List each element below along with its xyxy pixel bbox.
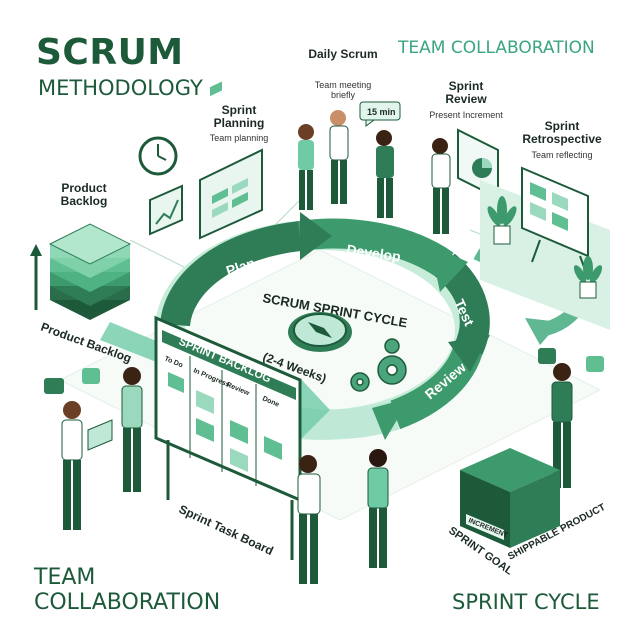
team-collaboration-heading: TEAM COLLABORATION: [398, 38, 595, 58]
daily-scrum-people: [298, 110, 394, 218]
sprint-planning-title: Sprint Planning: [213, 103, 265, 130]
product-backlog-top-label: Product Backlog: [60, 181, 108, 208]
sprint-retrospective-desc: Team reflecting: [531, 150, 593, 160]
gears-icon: [350, 338, 407, 392]
daily-scrum-title: Daily Scrum: [308, 47, 378, 61]
product-backlog-stack: [30, 223, 132, 320]
task-board-caption: Sprint Task Board: [177, 502, 276, 558]
sprint-review-desc: Present Increment: [429, 110, 503, 120]
sprint-review-people: [431, 128, 499, 234]
retrospective-board: [480, 166, 610, 330]
increment-box: [460, 448, 560, 548]
chat-icons: [44, 348, 604, 394]
plant-icon: [487, 196, 603, 299]
sprint-planning-desc: Team planning: [209, 133, 269, 143]
sprint-retrospective-title: Sprint Retrospective: [522, 119, 602, 146]
compass-icon: [288, 312, 352, 352]
sprint-cycle-footer: SPRINT CYCLE: [452, 590, 600, 614]
team-people-left: [61, 367, 143, 530]
daily-scrum-desc: Team meeting briefly: [314, 80, 372, 100]
page-title: SCRUM: [36, 32, 184, 73]
speech-bubble-badge: [359, 101, 401, 127]
planning-board-icon: [199, 81, 263, 240]
sprint-review-title: Sprint Review: [445, 79, 487, 106]
chart-tablet-icon: [149, 184, 183, 236]
team-people-bottom: [297, 363, 573, 584]
page-subtitle: METHODOLOGY: [38, 76, 203, 100]
stage-develop-label: Develop: [346, 241, 402, 264]
clock-icon: [138, 136, 178, 176]
team-collaboration-footer: TEAM COLLABORATION: [34, 565, 221, 615]
daily-scrum-badge: 15 min: [367, 107, 396, 117]
